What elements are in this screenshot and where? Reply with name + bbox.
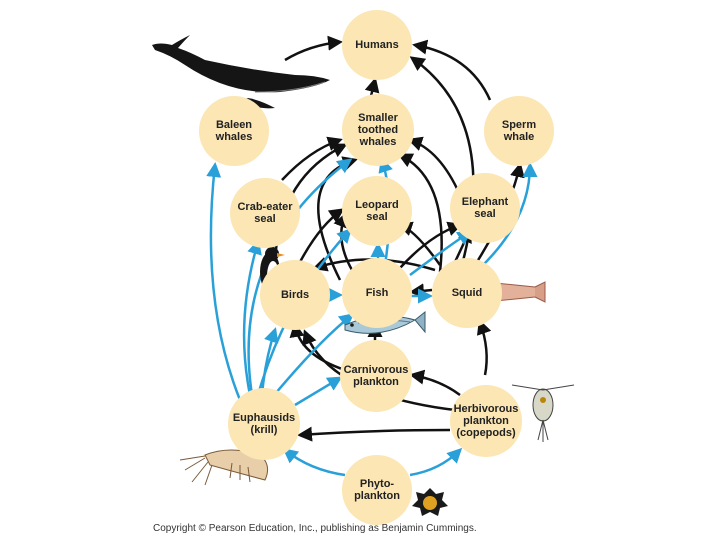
copyright-text: Copyright © Pearson Education, Inc., pub… <box>153 523 477 534</box>
node-sperm-whale: Sperm whale <box>484 96 554 166</box>
arrow-krill-to-crabeater <box>242 239 262 396</box>
copepod-icon <box>511 384 575 442</box>
arrow-krill-to-carniv <box>294 376 343 407</box>
arrow-sperm-to-humans <box>412 39 492 101</box>
arrow-crabeater-to-toothed <box>281 136 343 181</box>
arrow-krill-to-fish <box>269 313 355 401</box>
arrow-squid-to-fish <box>409 283 433 299</box>
arrow-birds-to-leopard <box>298 208 345 263</box>
node-phytoplankton: Phyto- plankton <box>342 455 412 525</box>
arrow-squid-to-leopard <box>397 221 442 266</box>
arrow-herbiv-to-squid <box>476 319 492 376</box>
arrow-phyto-to-krill <box>282 448 346 477</box>
arrow-herbiv-to-carniv <box>409 369 461 397</box>
node-fish: Fish <box>342 258 412 328</box>
node-leopard-seal: Leopard seal <box>342 176 412 246</box>
arrow-krill-to-baleen <box>206 162 242 401</box>
node-baleen-whales: Baleen whales <box>199 96 269 166</box>
node-squid: Squid <box>432 258 502 328</box>
arrow-baleen-to-humans <box>284 35 343 62</box>
phytoplankton-icon <box>412 488 448 516</box>
node-crab-eater-seal: Crab-eater seal <box>230 178 300 248</box>
arrow-phyto-to-herbiv <box>409 447 463 477</box>
arrow-carniv-to-birds <box>289 322 346 372</box>
node-humans: Humans <box>342 10 412 80</box>
node-birds: Birds <box>260 260 330 330</box>
node-carnivorous-plankton: Carnivorous plankton <box>340 340 412 412</box>
node-herbivorous-plankton: Herbivorous plankton (copepods) <box>450 385 522 457</box>
node-elephant-seal: Elephant seal <box>450 173 520 243</box>
node-smaller-toothed-whales: Smaller toothed whales <box>342 94 414 166</box>
node-euphausids-krill: Euphausids (krill) <box>228 388 300 460</box>
arrow-herbiv-to-krill <box>297 426 451 442</box>
